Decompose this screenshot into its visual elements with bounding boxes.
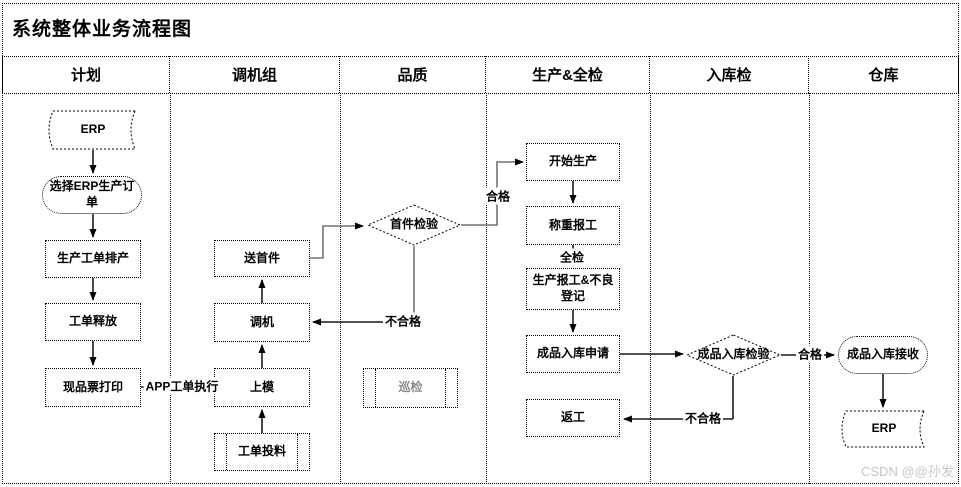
node-erp-target: ERP bbox=[838, 410, 930, 448]
node-label: 称重报工 bbox=[548, 217, 597, 232]
node-inbound-request: 成品入库申请 bbox=[526, 335, 620, 373]
node-inbound-inspection: 成品入库检验 bbox=[686, 334, 781, 376]
lane-divider-2 bbox=[340, 93, 341, 484]
header-separator bbox=[2, 93, 959, 94]
lane-header-production: 生产&全检 bbox=[486, 56, 650, 93]
node-print-item-ticket: 现品票打印 bbox=[45, 368, 141, 407]
lane-header-quality: 品质 bbox=[340, 56, 486, 93]
edge-label-app-execute: APP工单执行 bbox=[143, 377, 221, 395]
decision-diamond-shape bbox=[367, 204, 461, 246]
node-rework: 返工 bbox=[526, 399, 620, 437]
edge-label-inbound-fail: 不合格 bbox=[682, 409, 724, 427]
page-title: 系统整体业务流程图 bbox=[12, 19, 193, 40]
node-mount-mold: 上模 bbox=[214, 368, 310, 407]
node-adjust-machine: 调机 bbox=[214, 303, 310, 342]
predefined-bar-right bbox=[297, 434, 298, 470]
node-label: 生产工单排产 bbox=[56, 251, 129, 266]
node-label: ERP bbox=[80, 122, 106, 137]
title-separator bbox=[2, 56, 959, 57]
edge-label-first-pass: 合格 bbox=[483, 187, 513, 205]
node-feed-work-order: 工单投料 bbox=[214, 433, 310, 471]
node-select-erp-order: 选择ERP生产订单 bbox=[42, 176, 142, 214]
lane-divider-4 bbox=[650, 93, 651, 484]
node-label: 生产报工&不良登记 bbox=[532, 273, 614, 303]
node-weigh-report: 称重报工 bbox=[526, 206, 620, 245]
node-start-production: 开始生产 bbox=[526, 143, 620, 181]
lane-divider-3 bbox=[486, 93, 487, 484]
predefined-bar-left bbox=[375, 369, 376, 407]
lane-divider-1 bbox=[170, 93, 171, 484]
node-label: 返工 bbox=[560, 410, 585, 425]
edge-label-inbound-pass: 合格 bbox=[795, 345, 825, 363]
node-label: 首件检验 bbox=[389, 217, 438, 232]
node-label: 巡检 bbox=[398, 380, 423, 395]
node-patrol-inspection: 巡检 bbox=[363, 368, 458, 408]
node-first-article-inspection: 首件检验 bbox=[367, 204, 461, 246]
node-production-report-defect: 生产报工&不良登记 bbox=[526, 268, 620, 310]
node-label: 现品票打印 bbox=[62, 379, 123, 394]
node-label: 选择ERP生产订单 bbox=[49, 179, 135, 209]
outer-frame bbox=[2, 3, 959, 484]
node-send-first-article: 送首件 bbox=[214, 240, 310, 277]
edge-label-first-fail: 不合格 bbox=[382, 312, 424, 330]
node-label: 工单投料 bbox=[237, 444, 286, 459]
node-label: 调机 bbox=[249, 314, 274, 329]
node-release-work-order: 工单释放 bbox=[45, 303, 141, 341]
lane-header-plan: 计划 bbox=[2, 56, 170, 93]
csdn-watermark: CSDN @@孙发 bbox=[861, 464, 954, 479]
decision-diamond-shape bbox=[686, 334, 781, 376]
node-label: 成品入库接收 bbox=[846, 347, 919, 362]
lane-header-warehouse: 仓库 bbox=[809, 56, 959, 93]
predefined-bar-left bbox=[226, 434, 227, 470]
node-erp-source: ERP bbox=[45, 110, 141, 150]
node-label: 上模 bbox=[249, 379, 274, 394]
node-schedule-work-order: 生产工单排产 bbox=[45, 240, 141, 278]
node-label: 开始生产 bbox=[548, 154, 597, 169]
stored-data-shape bbox=[841, 410, 925, 448]
stored-data-shape bbox=[48, 110, 136, 150]
node-label: 工单释放 bbox=[68, 314, 117, 329]
node-inbound-receive: 成品入库接收 bbox=[838, 336, 928, 374]
node-label: 送首件 bbox=[243, 250, 280, 265]
lane-header-machine-setup: 调机组 bbox=[170, 56, 340, 93]
edge-label-full-inspection: 全检 bbox=[557, 248, 587, 266]
node-label: 成品入库申请 bbox=[536, 346, 609, 361]
node-label: 成品入库检验 bbox=[697, 347, 770, 362]
node-label: ERP bbox=[871, 421, 897, 436]
lane-divider-5 bbox=[809, 93, 810, 484]
lane-header-inbound-check: 入库检 bbox=[650, 56, 809, 93]
predefined-bar-right bbox=[445, 369, 446, 407]
